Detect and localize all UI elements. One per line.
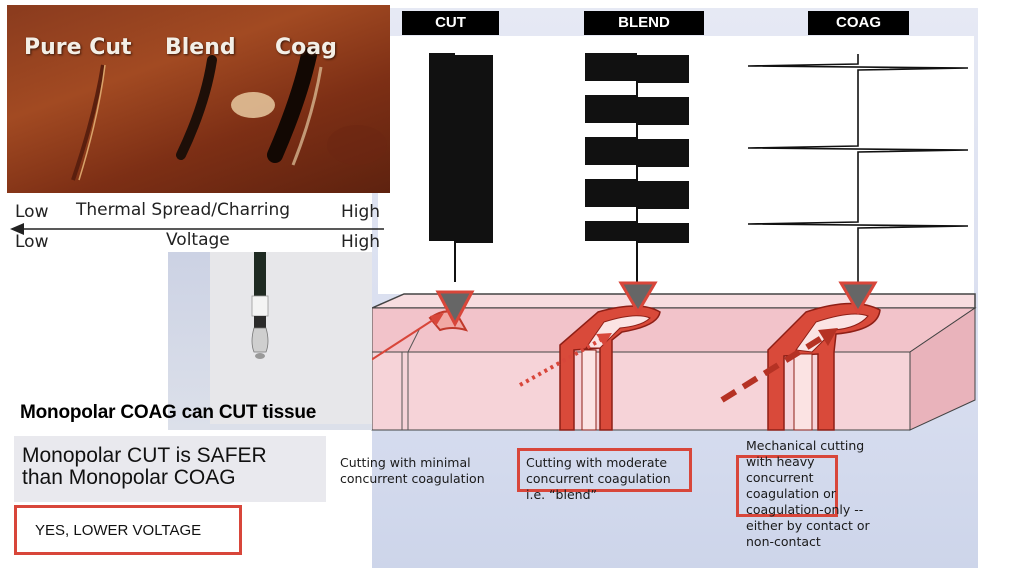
blend-highlight-box [517, 448, 692, 492]
coag-description-line: Mechanical cutting [746, 438, 865, 453]
waveform-coag [747, 54, 969, 282]
coag-description-line: coagulation or [746, 486, 836, 501]
coag-description-line: with heavy [746, 454, 815, 469]
arrow-dashed-coag [720, 328, 838, 403]
coag-description: Mechanical cutting with heavy concurrent… [746, 438, 926, 550]
arrow-dotted-blend [519, 333, 612, 387]
claim-coag-can-cut: Monopolar COAG can CUT tissue [20, 402, 317, 423]
answer-text: YES, LOWER VOLTAGE [35, 522, 202, 539]
claim-cut-safer-line2: than Monopolar COAG [22, 466, 236, 489]
waveform-blend [585, 53, 689, 282]
blend-description-line: Cutting with moderate [526, 455, 668, 470]
label-blend: Blend [165, 35, 236, 60]
waveform-cut [429, 53, 493, 282]
thermal-high: High [341, 202, 381, 222]
thermal-label: Thermal Spread/Charring [76, 200, 291, 220]
claim-cut-safer-line1: Monopolar CUT is SAFER [22, 444, 267, 467]
coag-description-line: non-contact [746, 534, 821, 549]
blend-description: Cutting with moderate concurrent coagula… [526, 455, 706, 503]
answer-box: YES, LOWER VOLTAGE [14, 505, 242, 555]
voltage-low: Low [15, 232, 49, 252]
scale-arrow [10, 223, 384, 235]
claim-cut-safer: Monopolar CUT is SAFER than Monopolar CO… [14, 436, 326, 502]
blend-description-line: concurrent coagulation [526, 471, 671, 486]
blend-description-line: i.e. “blend” [526, 487, 597, 502]
thermal-low: Low [15, 202, 49, 222]
cut-description-line: Cutting with minimal [340, 455, 471, 470]
tissue-block [371, 293, 977, 431]
cut-description-line: concurrent coagulation [340, 471, 485, 486]
electrode-photo [210, 252, 372, 424]
cut-description: Cutting with minimal concurrent coagulat… [340, 455, 510, 487]
header-blend: BLEND [584, 11, 704, 35]
tissue-photo: Pure Cut Blend Coag [7, 5, 390, 193]
label-pure-cut: Pure Cut [24, 35, 132, 60]
coag-description-line: either by contact or [746, 518, 870, 533]
blend-incision [559, 281, 661, 431]
label-coag: Coag [275, 35, 337, 60]
coag-description-line: concurrent [746, 470, 814, 485]
voltage-label: Voltage [166, 230, 230, 250]
header-coag: COAG [808, 11, 909, 35]
voltage-high: High [341, 232, 381, 252]
header-cut: CUT [402, 11, 499, 35]
coag-highlight-box [736, 455, 838, 517]
coag-description-line: coagulation-only -- [746, 502, 864, 517]
